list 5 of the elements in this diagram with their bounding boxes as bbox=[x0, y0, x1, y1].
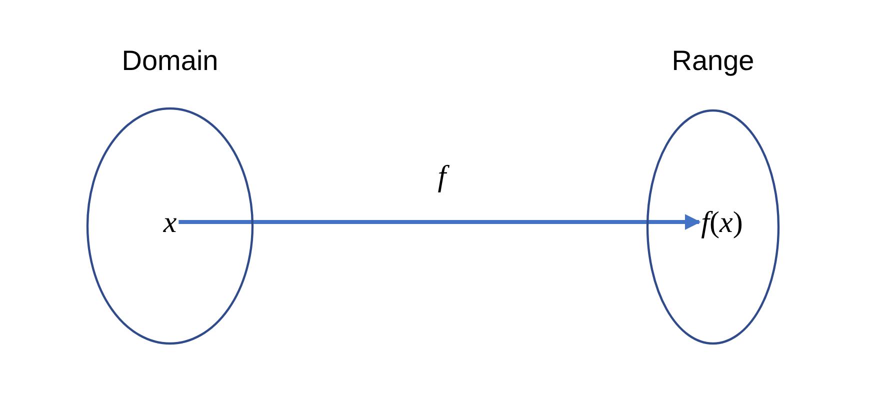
arrow bbox=[178, 214, 701, 230]
set-heading: Domain bbox=[120, 45, 220, 77]
element-label: x bbox=[163, 206, 177, 238]
element-label: f(x) bbox=[701, 206, 743, 238]
set-heading: Range bbox=[670, 45, 756, 77]
